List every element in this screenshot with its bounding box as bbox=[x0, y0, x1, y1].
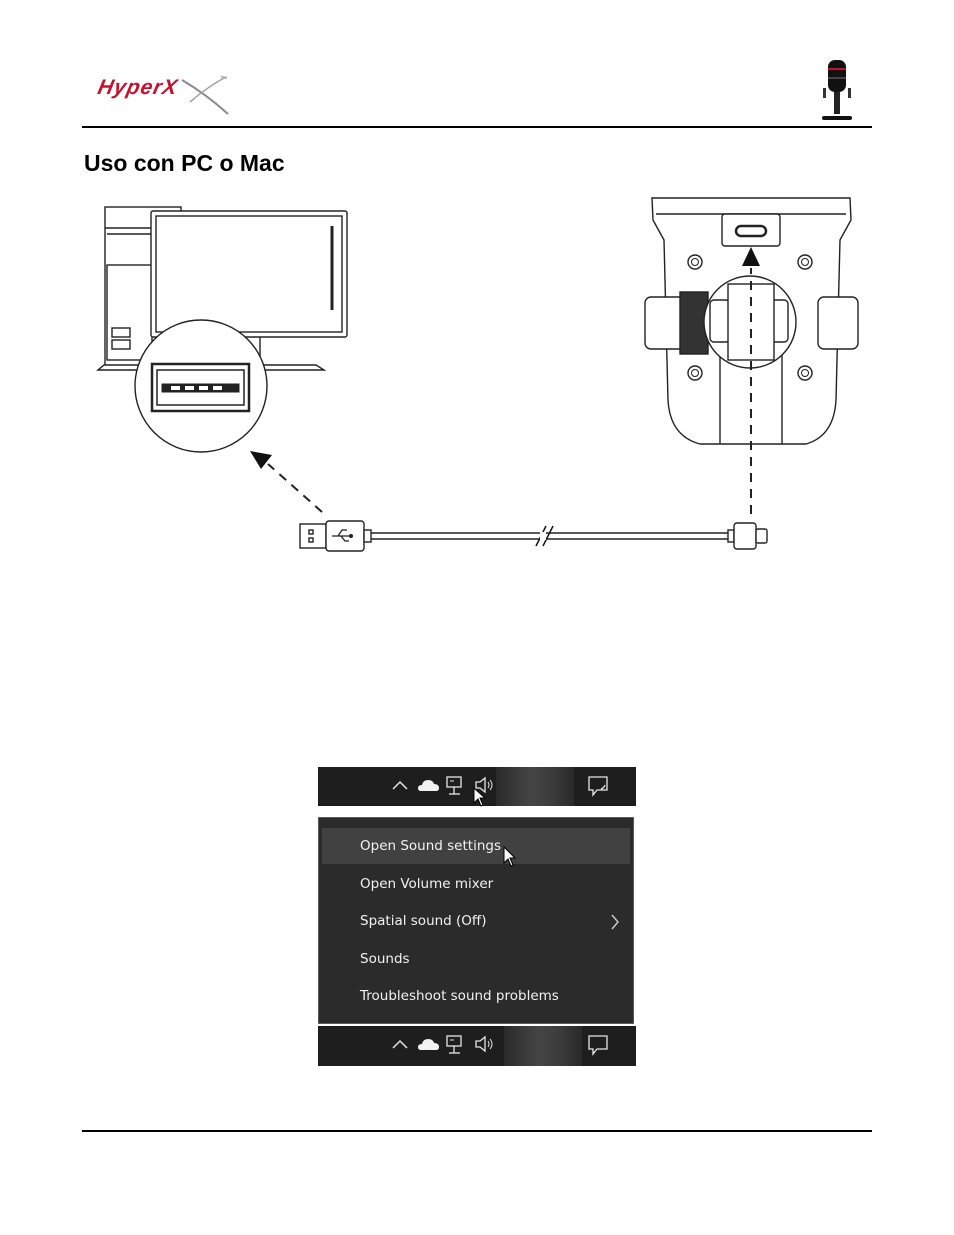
onedrive-cloud-icon[interactable] bbox=[418, 1037, 440, 1051]
section-title: Uso con PC o Mac bbox=[84, 150, 285, 176]
menu-item-troubleshoot[interactable]: Troubleshoot sound problems bbox=[322, 978, 630, 1014]
usb-a-port-icon bbox=[134, 319, 268, 453]
taskbar-top bbox=[318, 767, 636, 807]
menu-item-open-volume-mixer[interactable]: Open Volume mixer bbox=[322, 866, 630, 902]
sound-context-menu: Open Sound settings Open Volume mixer Sp… bbox=[318, 817, 634, 1024]
footer-rule bbox=[82, 1130, 872, 1132]
action-center-icon[interactable] bbox=[587, 1034, 609, 1056]
microphone-icon bbox=[822, 60, 852, 120]
desktop-computer-icon bbox=[96, 206, 348, 371]
connection-diagram bbox=[96, 197, 859, 552]
arrow-to-pc bbox=[250, 451, 323, 513]
menu-item-spatial-sound[interactable]: Spatial sound (Off) bbox=[322, 903, 630, 939]
logo-trademark: ™ bbox=[220, 76, 227, 83]
hyperx-logo: HyperX ™ bbox=[96, 74, 234, 118]
menu-item-sounds[interactable]: Sounds bbox=[322, 941, 630, 977]
mouse-cursor-icon bbox=[503, 846, 517, 867]
onedrive-cloud-icon[interactable] bbox=[418, 778, 440, 792]
network-icon[interactable] bbox=[446, 1035, 466, 1055]
chevron-up-icon[interactable] bbox=[392, 1038, 408, 1050]
arrow-to-microphone bbox=[742, 247, 760, 514]
network-icon[interactable] bbox=[446, 776, 466, 796]
menu-item-label: Spatial sound (Off) bbox=[360, 913, 487, 929]
logo-x-swoosh-icon bbox=[181, 77, 229, 115]
menu-item-label: Troubleshoot sound problems bbox=[360, 988, 559, 1004]
menu-item-open-sound-settings[interactable]: Open Sound settings bbox=[322, 828, 630, 864]
header-rule bbox=[82, 126, 872, 128]
menu-item-label: Open Volume mixer bbox=[360, 876, 494, 892]
taskbar-blurred-area bbox=[496, 767, 574, 806]
mouse-cursor-icon bbox=[473, 787, 487, 807]
speaker-icon[interactable] bbox=[474, 776, 494, 794]
taskbar-blurred-area bbox=[504, 1026, 582, 1066]
menu-item-label: Open Sound settings bbox=[360, 838, 501, 854]
speaker-icon[interactable] bbox=[474, 1035, 494, 1053]
taskbar-bottom bbox=[318, 1026, 636, 1066]
chevron-right-icon bbox=[611, 914, 619, 930]
usb-a-to-usb-c-cable-icon bbox=[299, 520, 768, 552]
action-center-icon[interactable] bbox=[587, 775, 609, 797]
menu-item-label: Sounds bbox=[360, 951, 410, 967]
chevron-up-icon[interactable] bbox=[392, 779, 408, 791]
